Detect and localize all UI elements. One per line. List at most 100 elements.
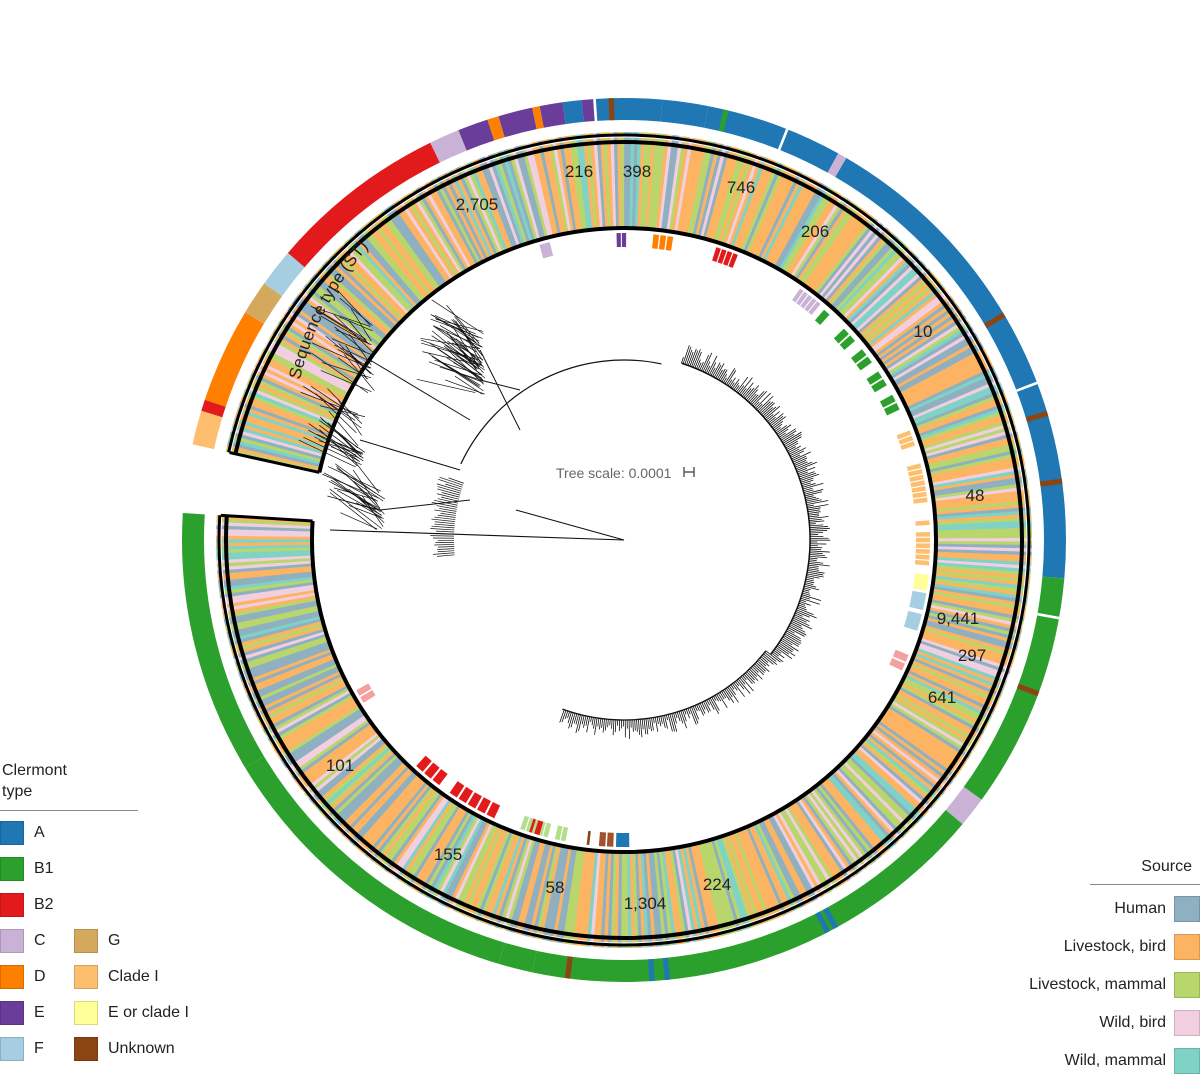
source-strip [785,805,839,889]
source-strip [796,200,854,282]
source-strip [427,813,477,900]
source-strip [720,835,755,928]
tree-tip [801,482,811,487]
source-strip [650,133,663,230]
source-strip [872,292,951,354]
source-strip [341,765,411,837]
sequence-type-marker [915,537,930,543]
tree-tip [785,440,798,449]
tree-tip [736,376,749,393]
source-strip [888,323,973,378]
source-strip [245,655,336,696]
source-strip [430,178,479,266]
source-strip [849,753,922,822]
source-strip [658,849,674,946]
tree-tip [781,433,795,443]
inner-border [310,226,938,854]
clermont-legend-item: B1 [0,856,54,882]
tree-tip [439,476,464,486]
source-strip [906,669,996,714]
source-strip [896,341,983,392]
source-strip [247,660,338,702]
source-strip [324,751,397,820]
source-strip [364,222,428,300]
tree-tip [788,448,800,455]
tree-tip [781,638,793,646]
tree-tip [435,318,484,332]
source-strip [810,788,871,868]
tree-tip [744,387,755,399]
source-strip [787,192,842,277]
source-strip [256,675,345,721]
source-strip [596,851,606,948]
source-strip [820,222,884,300]
tree-tip [319,405,365,418]
tree-tip [338,433,361,458]
source-strip [322,749,396,818]
source-strip [234,414,328,447]
source-strip [822,778,887,855]
source-strip [257,356,346,403]
source-strip [921,418,1015,450]
source-strip [514,840,544,935]
tree-tip [455,320,483,361]
source-strip [343,240,412,314]
source-strip [264,344,351,394]
sequence-type-label: 224 [703,875,731,894]
source-strip [715,149,748,243]
sequence-type-label: 155 [434,845,462,864]
clermont-segment [562,100,584,125]
source-strip [267,691,353,742]
tree-tip [431,518,456,522]
source-strip [427,180,477,267]
source-strip [317,268,392,335]
tree-tip [607,719,609,728]
tree-tip [709,697,720,714]
tree-tip [802,592,811,596]
tree-tip [743,388,752,398]
source-strip [645,132,656,229]
source-strip [386,793,446,875]
tree-branch [379,499,471,511]
tree-tip [691,350,699,367]
source-strip [862,739,938,804]
source-strip [494,151,528,245]
tree-tip [689,707,697,725]
source-strip [926,612,1021,639]
tree-tip [782,431,802,444]
tree-tip [430,535,455,537]
tree-tip [757,395,774,412]
legend-label: Wild, mammal [1064,1052,1166,1069]
source-strip [783,806,836,891]
legend-label: A [34,824,45,841]
tree-tip [740,388,747,396]
tree-backbone [681,362,811,655]
tree-tip [739,677,746,685]
source-strip [907,369,997,413]
tree-tip [765,650,781,663]
source-strip [779,809,830,895]
tree-tip [319,425,364,459]
source-strip [491,835,526,928]
source-strip [832,236,900,310]
source-strip [220,586,316,606]
tree-tip [350,308,372,342]
source-strip [632,851,639,948]
legend-label: C [34,932,46,949]
source-strip [647,133,660,230]
tree-tip [687,708,691,715]
source-strip [684,845,708,941]
sequence-type-marker [912,491,927,499]
clermont-segment [648,958,655,982]
source-strip [928,448,1023,473]
source-strip [603,132,612,229]
legend-swatch [1174,1048,1200,1074]
source-strip [407,804,461,888]
source-strip [860,273,936,339]
tree-tip [804,585,820,591]
source-strip [488,834,523,926]
source-strip [847,255,920,325]
source-strip [934,499,1031,513]
source-strip [264,687,351,736]
